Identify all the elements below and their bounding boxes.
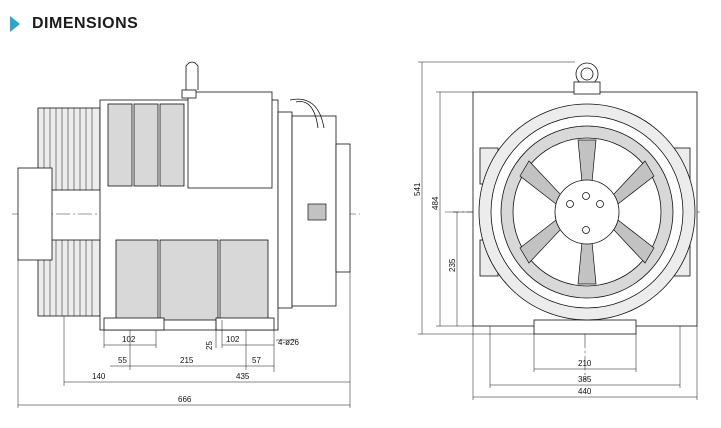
shaft-stub — [17, 167, 53, 261]
encoder-connector — [307, 203, 327, 221]
front-base-block — [533, 319, 637, 335]
lifting-ring-inner — [580, 67, 594, 81]
dim-57: 57 — [252, 356, 261, 365]
dim-215: 215 — [180, 356, 194, 365]
lower-brake-2 — [159, 239, 219, 321]
upper-brake-3 — [159, 103, 185, 187]
section-header: DIMENSIONS — [10, 12, 138, 36]
hub-bolt-2 — [596, 200, 604, 208]
lifting-eye — [185, 61, 199, 90]
motor-body — [99, 61, 279, 331]
hub — [554, 179, 620, 245]
dim-102-left: 102 — [122, 335, 136, 344]
hub-bolt-3 — [582, 226, 590, 234]
sheave-lower-body — [37, 239, 101, 317]
base-foot-right — [215, 317, 275, 331]
top-terminal-box — [187, 91, 273, 189]
dim-440: 440 — [578, 387, 592, 396]
hub-bolt-4 — [582, 192, 590, 200]
end-plate — [277, 98, 351, 309]
upper-brake-2 — [133, 103, 159, 187]
lifting-ring-base — [573, 81, 601, 95]
dim-holes: 4-ø26 — [278, 338, 299, 347]
upper-brake-1 — [107, 103, 133, 187]
top-box-tab — [181, 89, 197, 99]
dim-484: 484 — [431, 196, 440, 210]
triangle-bullet-icon — [10, 16, 20, 32]
dim-435: 435 — [236, 372, 250, 381]
traction-sheave — [17, 107, 101, 317]
dim-210: 210 — [578, 359, 592, 368]
lower-brake-1 — [115, 239, 159, 321]
cable-loop-inner — [295, 101, 319, 129]
front-view: 541 484 235 210 385 440 — [413, 61, 700, 400]
end-flange — [277, 111, 293, 309]
dim-140: 140 — [92, 372, 106, 381]
dim-235: 235 — [448, 258, 457, 272]
dim-55: 55 — [118, 356, 127, 365]
dim-541: 541 — [413, 182, 422, 196]
dim-102-right: 102 — [226, 335, 240, 344]
cable-loop — [289, 98, 325, 129]
dim-666: 666 — [178, 395, 192, 404]
dim-385: 385 — [578, 375, 592, 384]
section-title: DIMENSIONS — [32, 15, 139, 32]
base-foot-left — [103, 317, 165, 331]
side-view: 102 55 215 25 102 57 4-ø26 140 435 666 — [12, 61, 360, 408]
hub-bolt-1 — [566, 200, 574, 208]
lower-brake-3 — [219, 239, 269, 321]
rotor-spokes — [519, 139, 655, 285]
end-cap — [335, 143, 351, 273]
dim-25: 25 — [205, 341, 214, 350]
